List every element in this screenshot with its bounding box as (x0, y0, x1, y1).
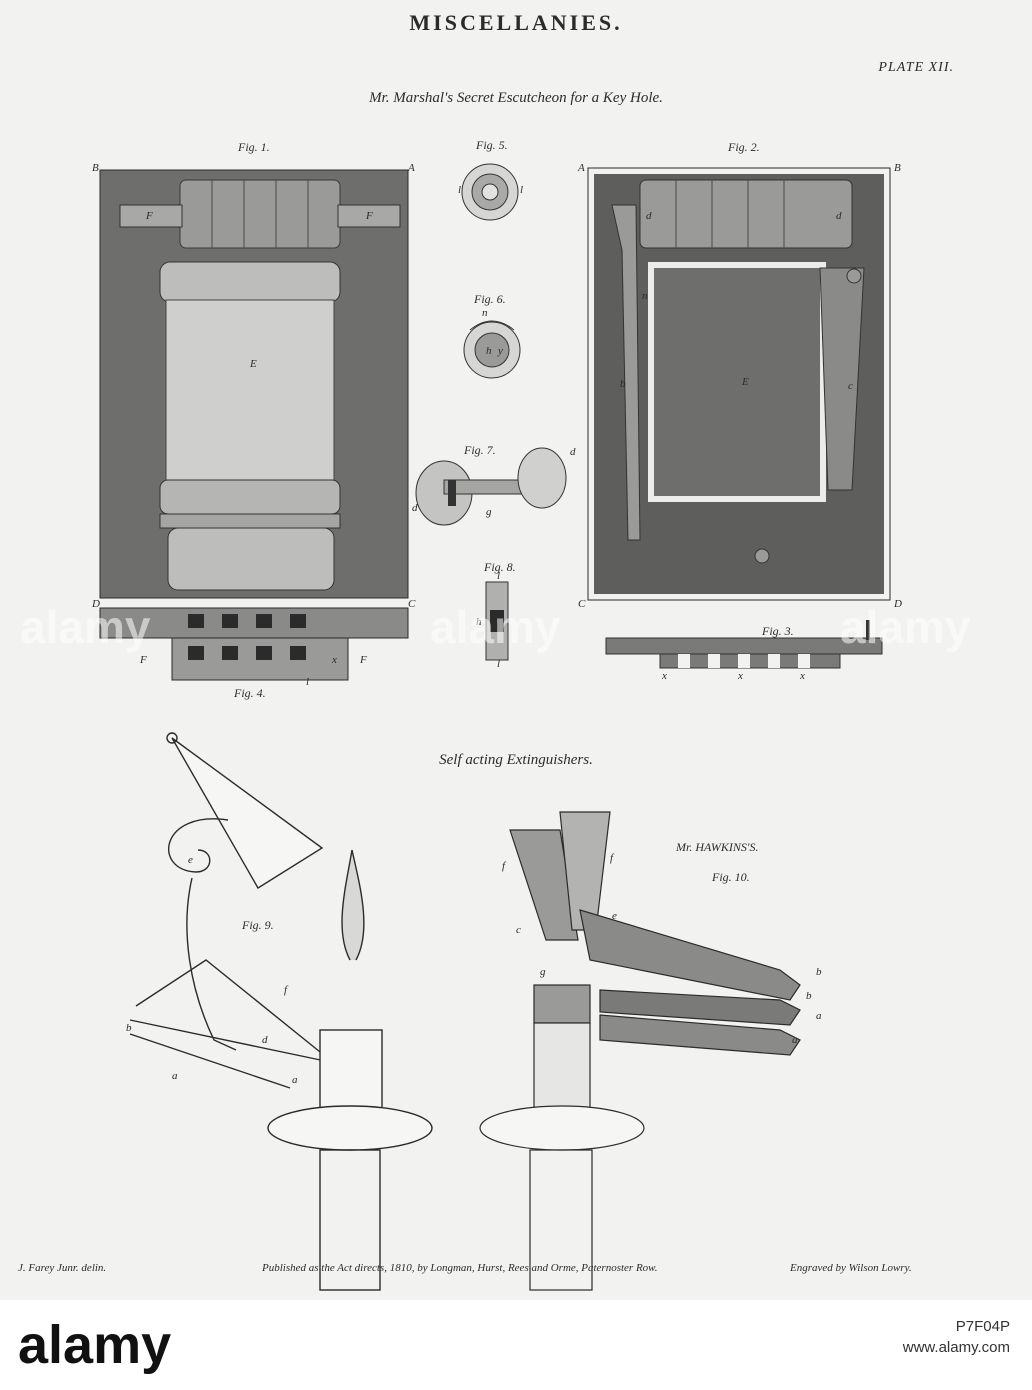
alamy-logo: alamy (18, 1315, 172, 1375)
fig3-label: Fig. 3. (762, 624, 794, 638)
letter-h-fig8: h (476, 616, 482, 628)
letter-d-fig2-left: d (646, 210, 652, 222)
letter-l-fig8-top: l (497, 570, 501, 582)
letter-d-fig7-right: d (570, 446, 576, 458)
alamy-site: www.alamy.com (902, 1339, 1010, 1356)
fig7-spindle (415, 447, 567, 526)
letter-F-left: F (146, 210, 153, 222)
fig5-label: Fig. 5. (476, 138, 508, 152)
subtitle-extinguishers: Self acting Extinguishers. (439, 752, 593, 768)
plate-number: PLATE XII. (878, 60, 954, 75)
fig6-label: Fig. 6. (474, 292, 506, 306)
letter-c-fig10: c (516, 924, 521, 936)
subtitle-escutcheon: Mr. Marshal's Secret Escutcheon for a Ke… (369, 90, 663, 106)
letter-f-fig10-left: f (502, 860, 506, 872)
letter-l-fig4: l (306, 676, 310, 688)
letter-F-right: F (366, 210, 373, 222)
letter-F-fig4-right: F (360, 654, 367, 666)
letter-b-fig10-mid: b (806, 990, 812, 1002)
letter-B-fig1: B (92, 162, 99, 174)
fig10-hawkins-extinguisher (479, 811, 801, 1291)
credit-delineator: J. Farey Junr. delin. (18, 1262, 107, 1274)
letter-D-fig2: D (894, 598, 902, 610)
letter-l-fig8-bottom: l (497, 658, 501, 670)
letter-b-fig2: b (620, 378, 626, 390)
fig1-escutcheon-front (99, 169, 409, 599)
letter-C-fig2: C (578, 598, 586, 610)
letter-e-fig10: e (612, 910, 617, 922)
letter-y-fig6: y (498, 345, 503, 357)
letter-a-fig10-lower: a (792, 1034, 798, 1046)
plate-title: MISCELLANIES. (409, 10, 623, 35)
letter-B-fig2: B (894, 162, 901, 174)
letter-e-fig9: e (188, 854, 193, 866)
letter-g-fig7: g (486, 506, 492, 518)
letter-A-fig2: A (578, 162, 585, 174)
fig3-section (605, 620, 883, 669)
letter-f-fig9: f (284, 984, 288, 996)
image-id: P7F04P www.alamy.com (903, 1318, 1010, 1356)
letter-x-fig4: x (332, 654, 337, 666)
image-code: P7F04P (955, 1318, 1010, 1335)
fig1-label: Fig. 1. (238, 140, 270, 154)
fig4-label: Fig. 4. (234, 686, 266, 700)
letter-F-fig4-left: F (140, 654, 147, 666)
letter-E-fig1: E (250, 358, 257, 370)
letter-b-fig10-top: b (816, 966, 822, 978)
letter-a-fig10-upper: a (816, 1010, 822, 1022)
fig8-slot (485, 581, 509, 661)
watermark-1: alamy (20, 601, 151, 653)
fig9-label: Fig. 9. (242, 918, 274, 932)
credit-publisher: Published as the Act directs, 1810, by L… (262, 1262, 658, 1274)
letter-f-fig10-right: f (610, 852, 614, 864)
alamy-footer: alamy P7F04P www.alamy.com (0, 1300, 1032, 1390)
fig2-escutcheon-back (587, 167, 891, 601)
fig7-label: Fig. 7. (464, 443, 496, 457)
watermark-3: alamy (840, 601, 971, 653)
plate-illustrations (99, 163, 891, 1291)
letter-x-fig3-b: x (738, 670, 743, 682)
fig10-label: Fig. 10. (712, 870, 750, 884)
letter-x-fig3-a: x (662, 670, 667, 682)
letter-a-fig9-left: a (172, 1070, 178, 1082)
fig6-ring (463, 320, 521, 379)
fig2-label: Fig. 2. (728, 140, 760, 154)
credit-engraver: Engraved by Wilson Lowry. (790, 1262, 912, 1274)
letter-A-fig1: A (408, 162, 415, 174)
fig9-extinguisher (129, 732, 433, 1291)
letter-x-fig3-c: x (800, 670, 805, 682)
letter-g-fig10: g (540, 966, 546, 978)
engraving-plate: MISCELLANIES. PLATE XII. Mr. Marshal's S… (0, 0, 1032, 1300)
fig4-section (99, 607, 409, 681)
letter-n-fig6: n (482, 307, 488, 319)
letter-d-fig7-left: d (412, 502, 418, 514)
hawkins-label: Mr. HAWKINS'S. (676, 840, 759, 854)
letter-C-fig1: C (408, 598, 416, 610)
fig5-dial (461, 163, 519, 221)
letter-d-fig2-right: d (836, 210, 842, 222)
letter-a-fig9-right: a (292, 1074, 298, 1086)
letter-c-fig2: c (848, 380, 853, 392)
letter-b-fig9: b (126, 1022, 132, 1034)
letter-E-fig2: E (742, 376, 749, 388)
watermark-2: alamy (430, 601, 561, 653)
letter-D-fig1: D (92, 598, 100, 610)
fig8-label: Fig. 8. (484, 560, 516, 574)
letter-l-fig5-left: l (458, 184, 462, 196)
letter-n-fig2: n (642, 290, 648, 302)
letter-h-fig6: h (486, 345, 492, 357)
letter-l-fig5-right: l (520, 184, 524, 196)
letter-d-fig9: d (262, 1034, 268, 1046)
